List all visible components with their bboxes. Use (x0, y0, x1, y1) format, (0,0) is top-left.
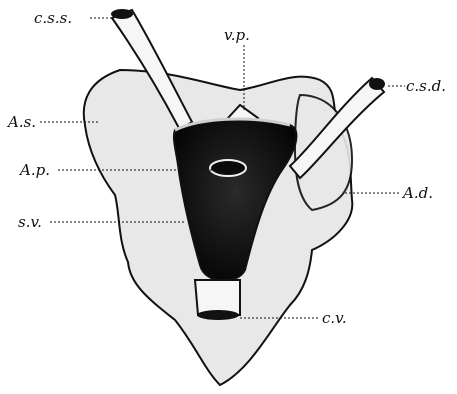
label-ad: A.d. (401, 184, 433, 202)
label-ap: A.p. (18, 161, 50, 179)
vessel-css-opening (111, 9, 133, 19)
vessel-csd-opening (369, 78, 385, 90)
label-css: c.s.s. (34, 9, 72, 27)
vessel-cv-opening (197, 310, 239, 320)
label-vp: v.p. (224, 26, 250, 44)
label-cv: c.v. (322, 309, 347, 327)
label-csd: c.s.d. (406, 77, 446, 95)
atrial-opening (210, 160, 246, 176)
label-sv: s.v. (18, 213, 42, 231)
label-as: A.s. (6, 113, 36, 131)
vessel-cv (195, 280, 240, 315)
